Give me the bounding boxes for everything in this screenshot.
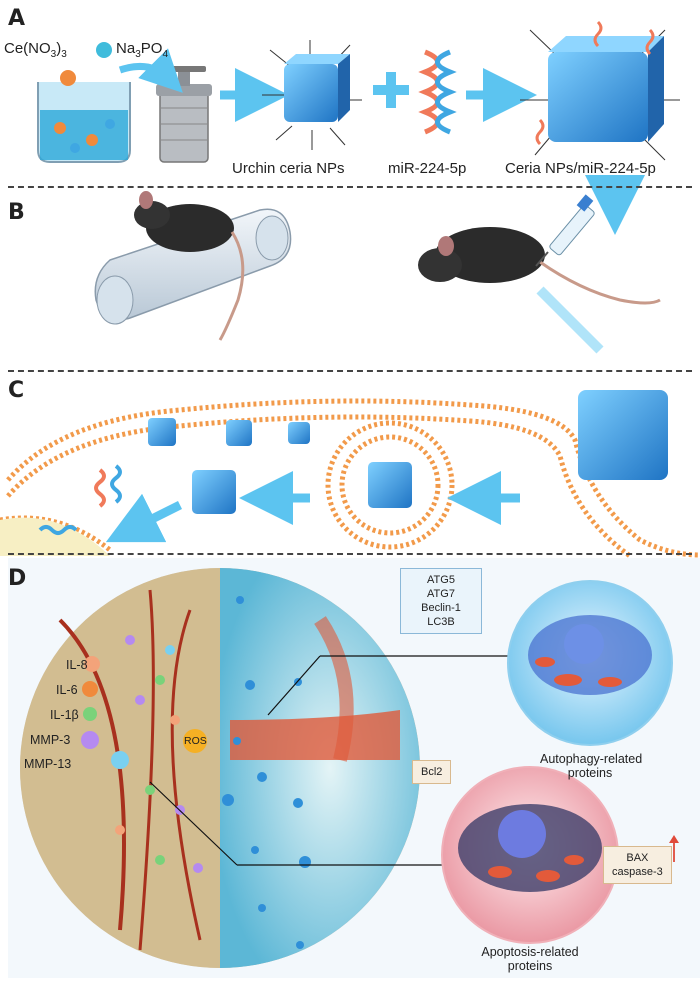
marker-caspase-3: caspase-3 bbox=[612, 866, 663, 878]
treadmill-icon bbox=[94, 208, 292, 325]
particles bbox=[81, 635, 207, 873]
label-il-1b: IL-1β bbox=[50, 708, 79, 722]
label-ros: ROS bbox=[184, 735, 207, 747]
panel-label-a: A bbox=[8, 6, 26, 31]
label-il-6: IL-6 bbox=[56, 683, 78, 697]
beaker-icon bbox=[37, 42, 131, 163]
reagent-na-phosphate: Na3PO4 bbox=[116, 40, 168, 60]
endosome bbox=[325, 420, 455, 550]
marker-lc3b: LC3B bbox=[427, 616, 455, 628]
released-np bbox=[192, 470, 236, 514]
urchin-ceria-np-icon bbox=[262, 40, 362, 150]
bax-box: BAX caspase-3 bbox=[603, 846, 672, 884]
complex-np-at-membrane bbox=[578, 390, 668, 480]
label-il-8: IL-8 bbox=[66, 658, 88, 672]
separator-bc bbox=[8, 370, 692, 372]
label-mmp-3: MMP-3 bbox=[30, 733, 71, 747]
reagent-ce-nitrate: Ce(NO3)3 bbox=[4, 40, 67, 60]
ceria-mirna-complex-icon bbox=[520, 20, 680, 161]
bcl2-box: Bcl2 bbox=[412, 760, 452, 784]
autoclave-icon bbox=[156, 66, 212, 163]
label-ceria-mirna-complex: Ceria NPs/miR-224-5p bbox=[505, 160, 656, 177]
autophagy-marker-box: ATG5 ATG7 Beclin-1 LC3B bbox=[400, 568, 482, 634]
marker-atg5: ATG5 bbox=[427, 574, 455, 586]
marker-beclin-1: Beclin-1 bbox=[421, 602, 461, 614]
separator-ab bbox=[8, 186, 692, 188]
marker-bax: BAX bbox=[626, 852, 649, 864]
apoptosis-caption: Apoptosis-related proteins bbox=[481, 945, 579, 973]
joint-section bbox=[20, 568, 420, 968]
autophagy-caption: Autophagy-related proteins bbox=[540, 752, 643, 780]
panel-label-d: D bbox=[8, 566, 27, 591]
marker-atg7: ATG7 bbox=[427, 588, 455, 600]
separator-cd bbox=[8, 553, 692, 555]
plus-icon bbox=[373, 72, 409, 108]
label-mirna: miR-224-5p bbox=[388, 160, 467, 177]
nucleus bbox=[0, 517, 110, 556]
panel-label-b: B bbox=[8, 200, 25, 225]
syringe-icon bbox=[535, 194, 595, 267]
apoptosis-cell bbox=[441, 766, 619, 944]
autophagy-cell bbox=[507, 580, 673, 746]
marker-bcl2: Bcl2 bbox=[421, 766, 443, 778]
mirna-helix-icon bbox=[418, 49, 457, 135]
panel-label-c: C bbox=[8, 378, 25, 403]
mouse-icon bbox=[134, 191, 245, 341]
label-urchin-ceria: Urchin ceria NPs bbox=[232, 160, 345, 177]
label-mmp-13: MMP-13 bbox=[24, 757, 72, 771]
mouse-injection-icon bbox=[418, 227, 661, 305]
